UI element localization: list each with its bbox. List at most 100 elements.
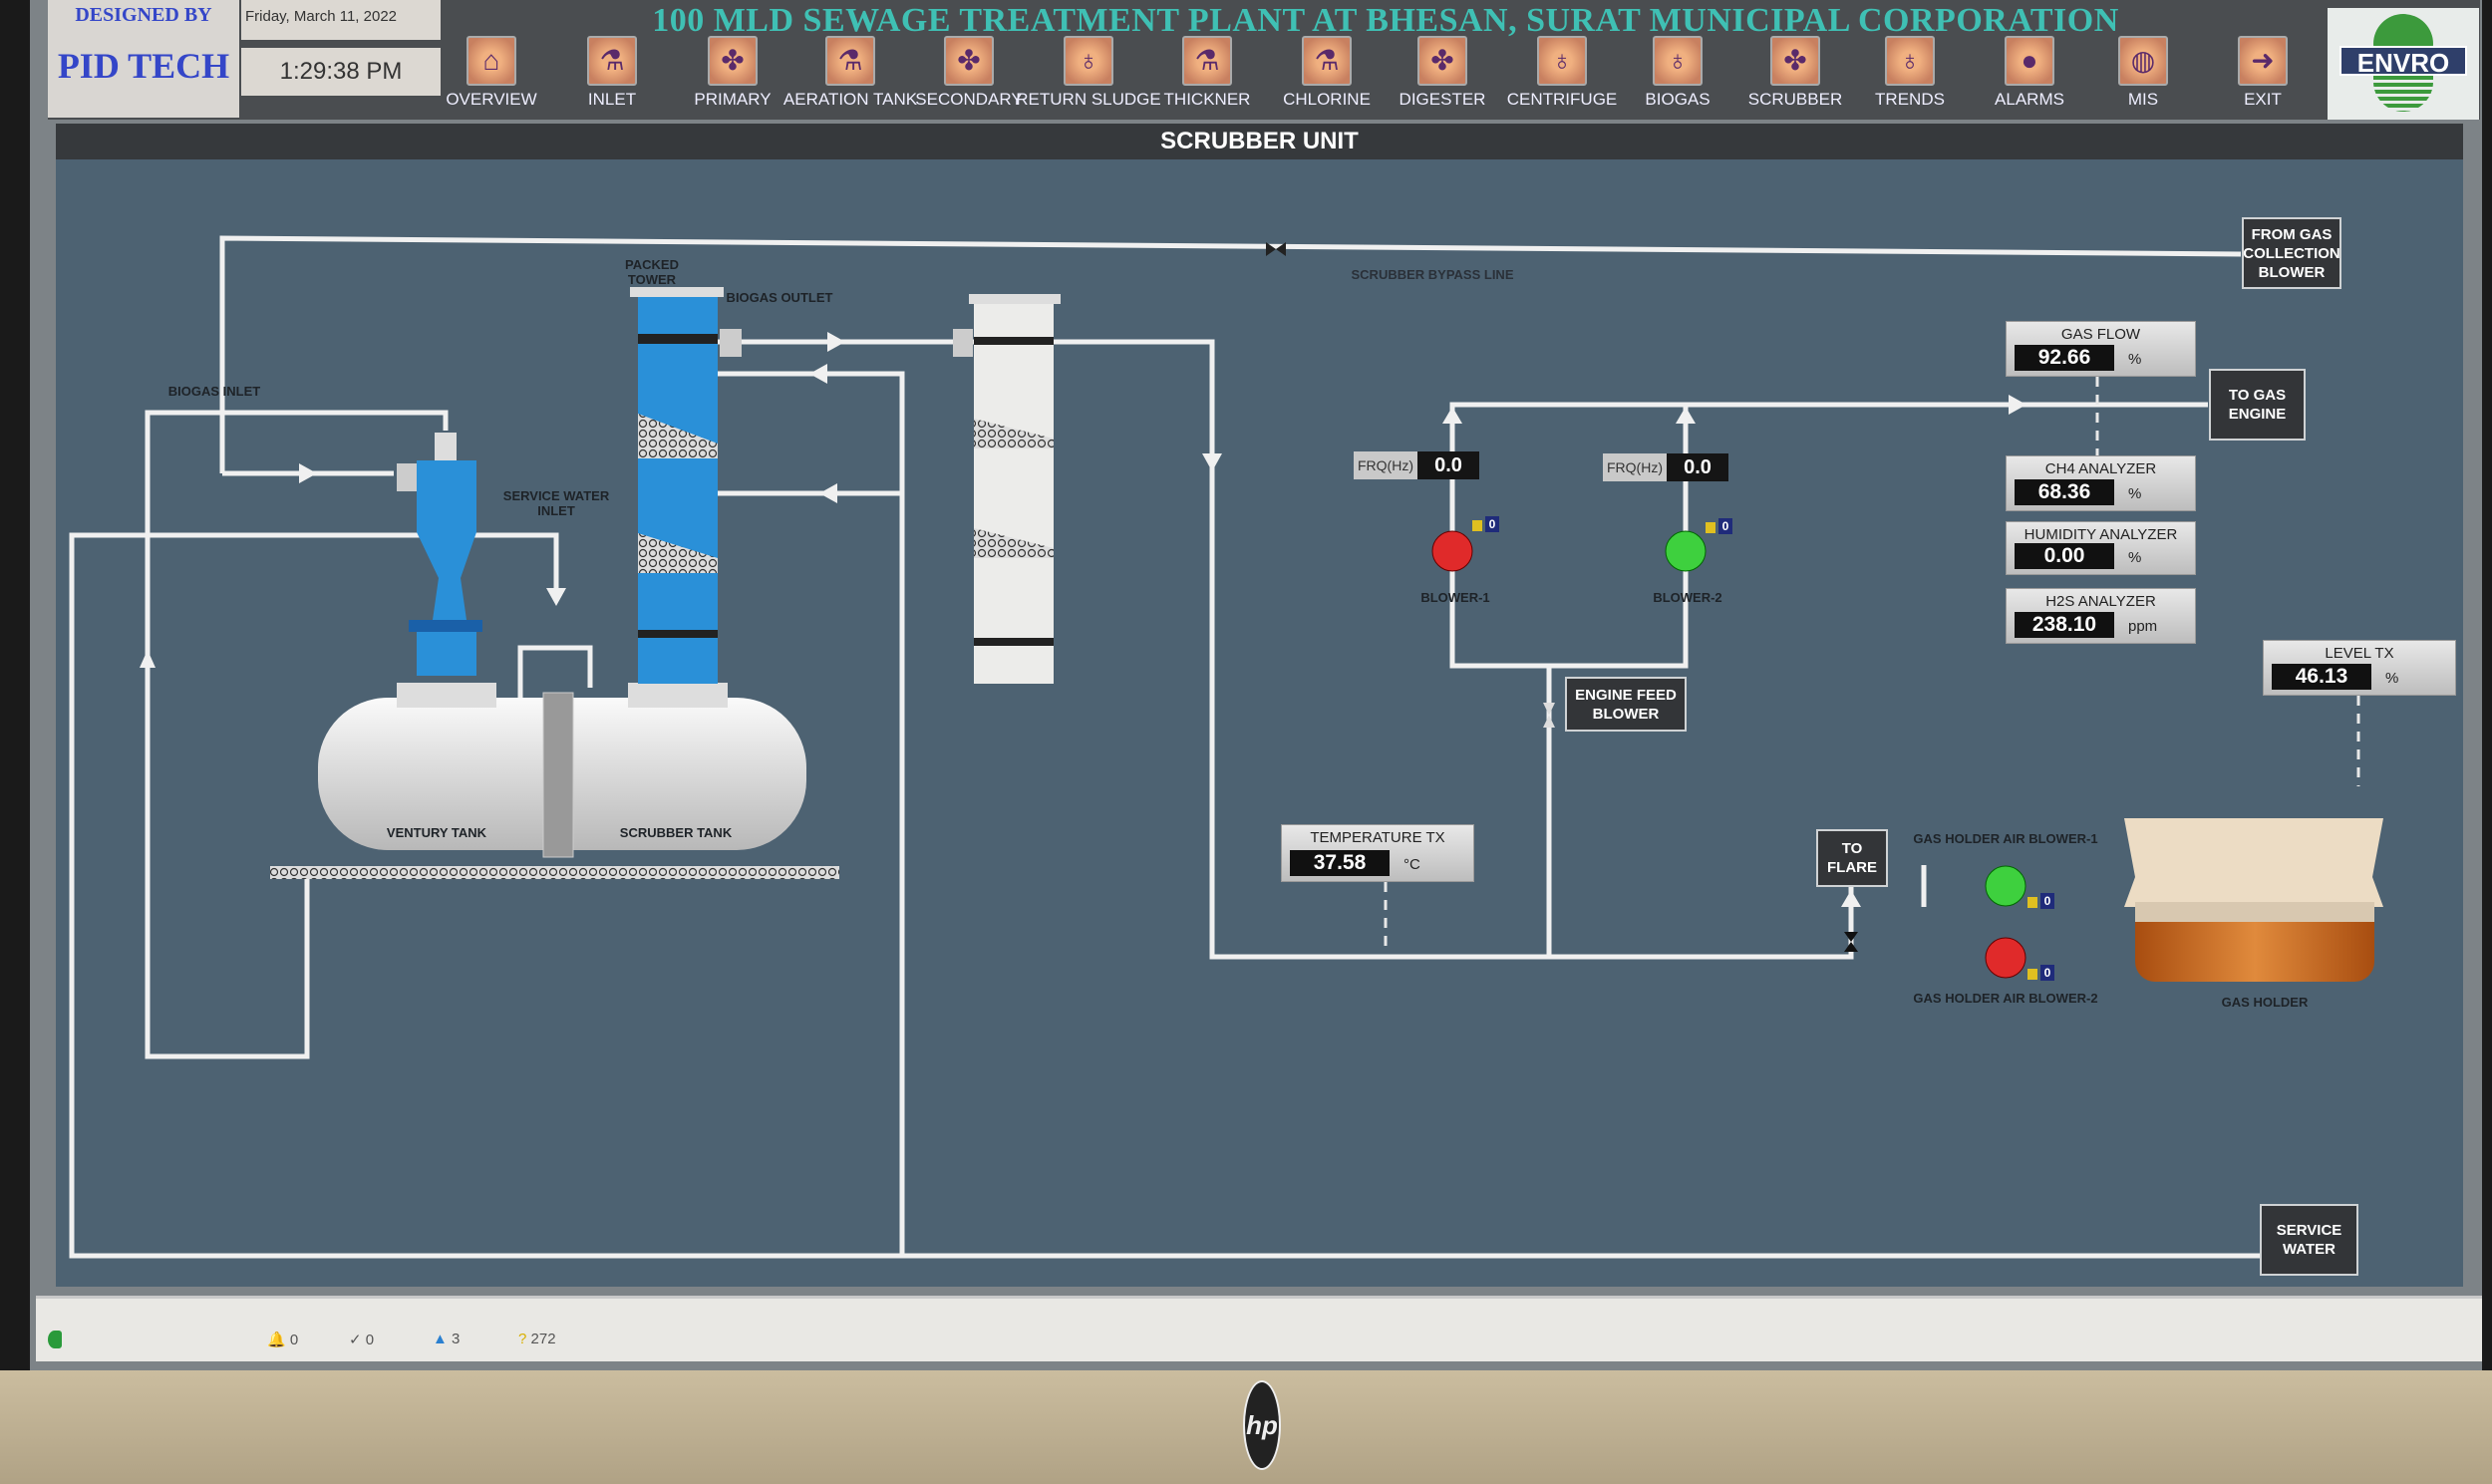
nav-inlet[interactable]: ⚗INLET xyxy=(557,36,667,120)
flask-icon: ⚗ xyxy=(1182,36,1232,86)
nav-label: SECONDARY xyxy=(915,90,1023,109)
time-display: 1:29:38 PM xyxy=(241,48,441,96)
meter-title: GAS FLOW xyxy=(2060,326,2141,343)
nav-scrubber[interactable]: ✤ SCRUBBER xyxy=(1740,36,1850,120)
nav-secondary[interactable]: ✤SECONDARY xyxy=(914,36,1024,120)
service-water-inlet-label: SERVICE WATER INLET xyxy=(502,488,610,518)
lock-icon xyxy=(2027,897,2037,908)
ack-count-value: 0 xyxy=(365,1332,375,1348)
nav-label: ALARMS xyxy=(1995,90,2064,109)
nav-label: INLET xyxy=(587,90,637,109)
nav-aeration-tank[interactable]: ⚗AERATION TANK xyxy=(783,36,917,120)
nav-thickner[interactable]: ⚗THICKNER xyxy=(1152,36,1262,120)
gas-holder-label: GAS HOLDER xyxy=(2221,995,2309,1010)
blower-2-running-icon xyxy=(1665,530,1707,572)
meter-value: 46.13 xyxy=(2272,664,2371,690)
nav-trends[interactable]: ♁TRENDS xyxy=(1855,36,1965,120)
company-name: PID TECH xyxy=(57,46,230,86)
alarm-count[interactable]: 🔔 0 xyxy=(267,1332,299,1348)
meter-unit: % xyxy=(2128,485,2142,502)
gh-blower-2-stopped-icon xyxy=(1985,937,2026,979)
valve-icon: ♁ xyxy=(1537,36,1587,86)
plant-title: 100 MLD SEWAGE TREATMENT PLANT AT BHESAN… xyxy=(652,2,2119,39)
nav-primary[interactable]: ✤PRIMARY xyxy=(678,36,787,120)
warning-count-value: 3 xyxy=(452,1331,461,1347)
venturi-tank-label: VENTURY TANK xyxy=(386,825,487,840)
pump-icon: ✤ xyxy=(1770,36,1820,86)
nav-label: CHLORINE xyxy=(1283,90,1371,109)
to-gas-engine-button[interactable]: TO GAS ENGINE xyxy=(2209,369,2306,441)
nav-mis[interactable]: ◍MIS xyxy=(2088,36,2198,120)
gh-blower-2-label: GAS HOLDER AIR BLOWER-2 xyxy=(1913,991,2098,1006)
frq-label: FRQ(Hz) xyxy=(1603,453,1667,481)
nav-label: SCRUBBER xyxy=(1747,90,1843,109)
pump-icon: ✤ xyxy=(1417,36,1467,86)
meter-unit: °C xyxy=(1403,856,1420,873)
gh-blower-2-mode-badge[interactable]: 0 xyxy=(2040,965,2054,981)
designer-badge: DESIGNED BY PID TECH xyxy=(48,0,239,118)
service-water-pipe xyxy=(69,532,2261,1259)
bypass-pipe xyxy=(219,235,2242,473)
nav-alarms[interactable]: ● ALARMS xyxy=(1975,36,2084,120)
packed-tower-label: PACKED TOWER xyxy=(625,257,679,287)
from-gas-collection-button[interactable]: FROM GAS COLLECTION BLOWER xyxy=(2242,217,2341,289)
packed-tower xyxy=(630,287,742,684)
nav-overview[interactable]: ⌂OVERVIEW xyxy=(437,36,546,120)
meter-title: H2S ANALYZER xyxy=(2045,593,2156,610)
service-water-button[interactable]: SERVICE WATER xyxy=(2260,1204,2358,1276)
flare-valve-icon xyxy=(1844,932,1858,952)
blower-1-mode-badge[interactable]: 0 xyxy=(1485,516,1499,532)
unit-title: SCRUBBER UNIT xyxy=(56,124,2463,159)
nav-label: TRENDS xyxy=(1875,90,1945,109)
lock-icon xyxy=(1706,522,1715,533)
run-indicator-icon[interactable] xyxy=(48,1331,62,1348)
event-count[interactable]: ? 272 xyxy=(518,1331,556,1347)
nav-digester[interactable]: ✤ DIGESTER xyxy=(1388,36,1497,120)
ack-count[interactable]: ✓ 0 xyxy=(349,1332,375,1348)
feed-valve-icon xyxy=(1543,703,1555,728)
meter-unit: % xyxy=(2128,549,2142,566)
monitor-bezel: hp xyxy=(0,1370,2492,1484)
designed-by-label: DESIGNED BY xyxy=(75,4,212,26)
to-flare-button[interactable]: TO FLARE xyxy=(1816,829,1888,887)
biogas-inlet-label: BIOGAS INLET xyxy=(167,384,261,399)
gh-blower-1-mode-badge[interactable]: 0 xyxy=(2040,893,2054,909)
meter-title: TEMPERATURE TX xyxy=(1310,829,1445,846)
meter-value: 0.00 xyxy=(2015,543,2114,569)
nav-label: OVERVIEW xyxy=(446,90,537,109)
warning-count[interactable]: ▲ 3 xyxy=(433,1331,461,1347)
scrubber-tank-label: SCRUBBER TANK xyxy=(619,825,733,840)
meter-unit: % xyxy=(2385,670,2399,687)
alarm-icon: ● xyxy=(2005,36,2054,86)
nav-biogas[interactable]: ♁ BIOGAS xyxy=(1623,36,1732,120)
header-bar xyxy=(48,0,2480,120)
meter-unit: ppm xyxy=(2128,618,2158,635)
blower-1-frequency: FRQ(Hz)0.0 xyxy=(1354,451,1479,479)
blower-1-label: BLOWER-1 xyxy=(1420,590,1490,605)
nav-centrifuge[interactable]: ♁ CENTRIFUGE xyxy=(1507,36,1617,120)
nav-return-sludge[interactable]: ♁RETURN SLUDGE xyxy=(1016,36,1161,120)
flask-icon: ⚗ xyxy=(825,36,875,86)
bypass-line-label: SCRUBBER BYPASS LINE xyxy=(1351,267,1514,282)
envro-logo: ENVRO xyxy=(2328,8,2479,120)
meter-title: CH4 ANALYZER xyxy=(2044,460,2157,477)
nav-exit[interactable]: ➜EXIT xyxy=(2208,36,2318,120)
nav-label: DIGESTER xyxy=(1399,90,1486,109)
nav-label: CENTRIFUGE xyxy=(1506,90,1618,109)
valve-icon: ♁ xyxy=(1064,36,1113,86)
blower-2-mode-badge[interactable]: 0 xyxy=(1718,518,1732,534)
valve-icon: ♁ xyxy=(1653,36,1703,86)
biogas-outlet-label: BIOGAS OUTLET xyxy=(726,290,833,305)
engine-feed-blower-button[interactable]: ENGINE FEED BLOWER xyxy=(1565,677,1687,732)
nav-label: BIOGAS xyxy=(1645,90,1711,109)
nav-chlorine[interactable]: ⚗CHLORINE xyxy=(1272,36,1382,120)
status-bar: 🔔 0 ✓ 0 ▲ 3 ? 272 xyxy=(36,1296,2482,1361)
meter-value: 92.66 xyxy=(2015,345,2114,371)
